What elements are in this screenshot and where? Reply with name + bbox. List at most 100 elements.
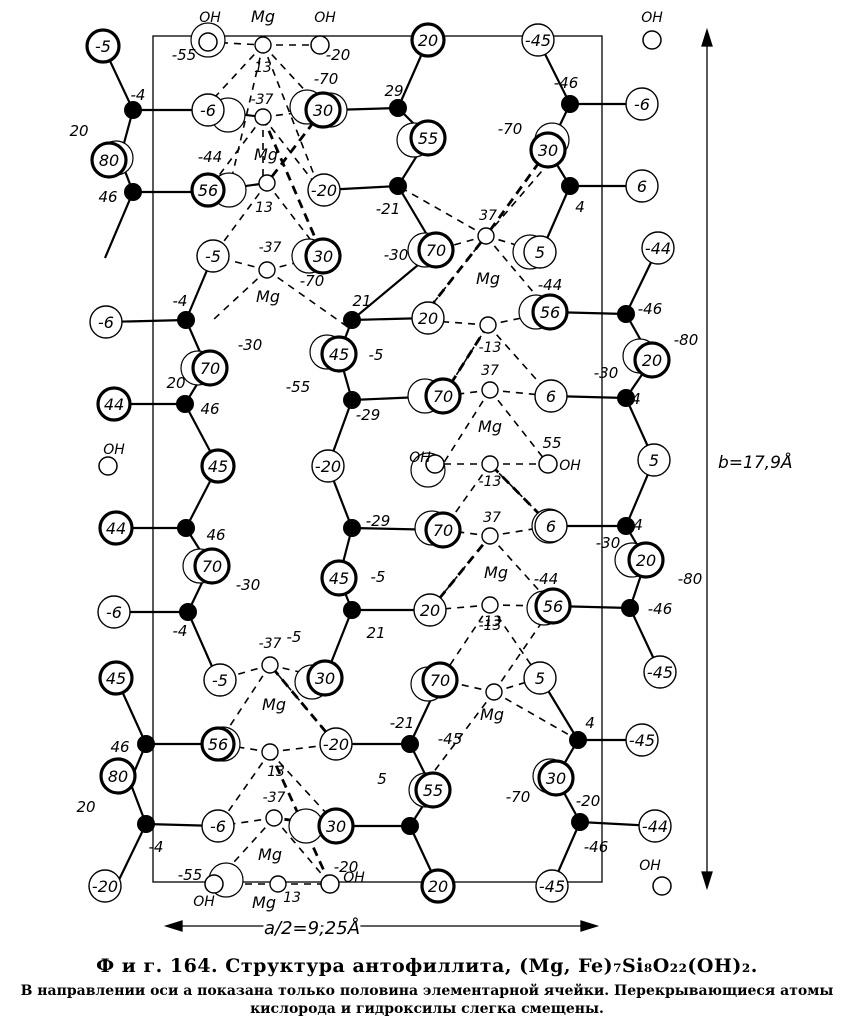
silicon-height-label: 21: [366, 624, 385, 642]
mg-atom: [254, 36, 272, 54]
mg-oxygen-bond: [261, 116, 325, 257]
mg-oxygen-bond: [493, 605, 554, 693]
mg-oxygen-bond: [429, 604, 491, 611]
oxygen-circle: [304, 237, 342, 275]
mg-oxygen-bond: [269, 664, 337, 745]
mg-height-label: 37: [483, 510, 501, 526]
oxygen-atom: 70: [191, 349, 229, 387]
mg-height-label: -37: [259, 240, 282, 256]
oxygen-height-label: -45: [525, 31, 551, 50]
oxygen-atom: 45: [320, 559, 358, 597]
mg-height-label: 37: [479, 208, 497, 224]
mg-oxygen-bond: [485, 235, 541, 253]
oxygen-circle: [196, 239, 230, 273]
mg-oxygen-bond: [217, 817, 275, 827]
oxygen-atom: 80: [99, 757, 137, 795]
oxygen-atom: -6: [625, 87, 659, 121]
silicon-atom: [124, 183, 142, 201]
oxygen-height-label: 20: [420, 601, 440, 620]
height-label: -30: [594, 364, 619, 382]
oxygen-circle: [529, 131, 567, 169]
oxygen-circle: [409, 119, 447, 157]
mg-oxygen-bond: [269, 664, 326, 679]
oxygen-circle: [641, 231, 675, 265]
mg-atom: [258, 174, 276, 192]
mg-oxygen-bond: [212, 255, 268, 271]
oxygen-circle: [191, 93, 225, 127]
oxygen-atom: 20: [413, 593, 447, 627]
oxygen-atom: 30: [304, 91, 342, 129]
mg-oxygen-bond: [207, 116, 264, 191]
silicon-height-label: -4: [149, 838, 164, 856]
mg-oxygen-bond: [489, 389, 552, 397]
height-label: -30: [596, 534, 621, 552]
mg-label: Mg: [480, 705, 504, 724]
mg-oxygen-bond: [268, 751, 332, 885]
silicon-atom: [617, 389, 635, 407]
oxygen-atom: 5: [523, 235, 557, 269]
oxygen-atom: -5: [203, 663, 237, 697]
antophyllite-structure-diagram: -5-656-5-6444544-64556-6-580707080303030…: [69, 7, 793, 939]
hydroxyl-circle: [652, 876, 672, 896]
mg-atom: [479, 316, 497, 334]
oxygen-atom: -20: [311, 449, 345, 483]
dimension-b-arrow: [701, 27, 713, 891]
oxygen-atom: 55: [414, 771, 452, 809]
hydroxyl-circle: [204, 874, 224, 894]
mg-atom: [481, 596, 499, 614]
silicon-height-label: -29: [366, 512, 391, 530]
hydroxyl-circle: [425, 454, 445, 474]
oxygen-height-label: -44: [642, 817, 668, 836]
oxygen-height-label: 45: [106, 669, 126, 688]
oxygen-circle: [424, 511, 462, 549]
mg-oxygen-bond: [217, 751, 271, 827]
mg-label: Mg: [484, 563, 508, 582]
height-label: -20: [326, 46, 351, 64]
oxygen-circle: [304, 91, 342, 129]
oxygen-atom: 70: [193, 547, 231, 585]
oxygen-atom: -6: [191, 93, 225, 127]
oxygen-atom: 30: [304, 237, 342, 275]
oxygen-height-label: -20: [323, 735, 349, 754]
oxygen-atom: 6: [534, 379, 568, 413]
oxygen-circle: [637, 443, 671, 477]
oxygen-height-label: 30: [315, 669, 335, 688]
height-label: -5: [371, 568, 386, 586]
oxygen-height-label: 80: [108, 767, 128, 786]
oxygen-height-label: 45: [208, 457, 228, 476]
oxygen-height-label: -5: [212, 671, 228, 690]
mg-label: Mg: [256, 287, 280, 306]
oxygen-circle: [193, 547, 231, 585]
height-label: -80: [674, 331, 699, 349]
dimension-b-label: b=17,9Å: [718, 451, 793, 473]
oxygen-height-label: -6: [634, 95, 650, 114]
oxygen-height-label: 30: [326, 817, 346, 836]
silicon-atom: [621, 599, 639, 617]
silicon-atom: [343, 519, 361, 537]
silicon-atom: [179, 603, 197, 621]
mg-oxygen-bond: [439, 679, 495, 693]
oxygen-atom: -45: [643, 655, 677, 689]
oxygen-circle: [99, 757, 137, 795]
hydroxyl-label: OH: [103, 442, 125, 458]
oxygen-circle: [413, 593, 447, 627]
silicon-height-label: 4: [631, 390, 641, 408]
oxygen-height-label: 70: [200, 359, 220, 378]
oxygen-atom: 30: [306, 659, 344, 697]
oxygen-circle: [85, 28, 121, 64]
oxygen-atom: 70: [424, 511, 462, 549]
oxygen-height-label: 44: [106, 519, 126, 538]
silicon-height-label: -21: [390, 714, 415, 732]
oxygen-atom: 56: [534, 587, 572, 625]
oxygen-height-label: 45: [329, 569, 349, 588]
oxygen-height-label: -5: [95, 37, 111, 56]
oxygen-atom: 20: [411, 301, 445, 335]
oxygen-height-label: 56: [540, 303, 560, 322]
height-label: 20: [69, 122, 88, 140]
height-label: 20: [76, 798, 95, 816]
oxygen-height-label: 6: [637, 177, 647, 196]
mg-atom: [261, 743, 279, 761]
height-label: -55: [178, 866, 203, 884]
silicon-height-label: -4: [173, 292, 188, 310]
oxygen-circle: [421, 661, 459, 699]
